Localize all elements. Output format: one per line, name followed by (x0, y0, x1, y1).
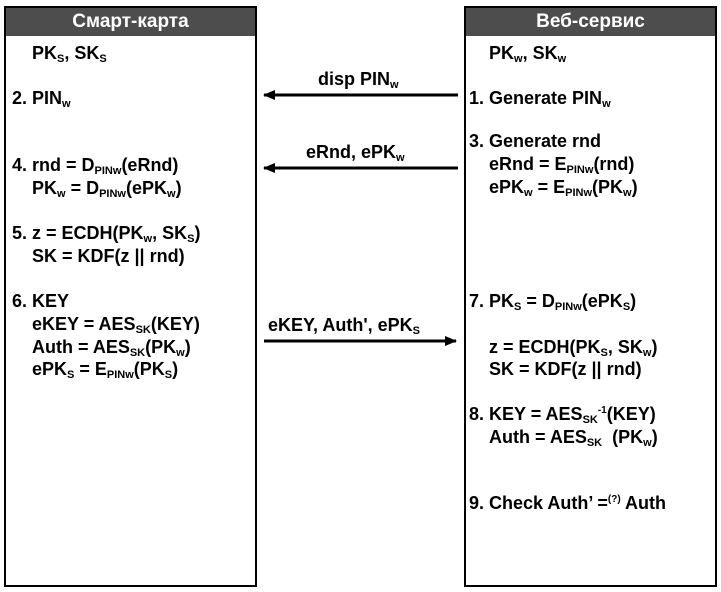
webservice-step-7-line-1: 7. PKS = DPINw(ePKS) (469, 291, 637, 313)
webservice-column: Веб-сервис (464, 6, 717, 587)
webservice-title: Веб-сервис (466, 8, 715, 36)
webservice-step-8-line-2: Auth = AESSK (PKw) (489, 427, 658, 449)
smartcard-step-6-line-4: ePKS = EPINw(PKS) (32, 359, 179, 381)
webservice-step-7-line-2: z = ECDH(PKS, SKw) (489, 337, 658, 359)
smartcard-title: Смарт-карта (6, 8, 255, 36)
message-label-1: disp PINw (318, 69, 399, 91)
smartcard-step-6-line-1: 6. KEY (12, 291, 70, 311)
smartcard-step-4-line-2: PKw = DPINw(ePKw) (32, 178, 182, 200)
smartcard-step-6-line-3: Auth = AESSK(PKw) (32, 337, 191, 359)
webservice-step-3-line-1: 3. Generate rnd (469, 131, 602, 151)
webservice-step-1: 1. Generate PINw (469, 88, 611, 110)
webservice-step-3-line-3: ePKw = EPINw(PKw) (489, 177, 638, 199)
webservice-step-8-line-1: 8. KEY = AESSK-1(KEY) (469, 404, 656, 426)
webservice-step-3-line-2: eRnd = EPINw(rnd) (489, 154, 635, 176)
smartcard-step-5-line-1: 5. z = ECDH(PKw, SKS) (12, 223, 201, 245)
webservice-step-7-line-3: SK = KDF(z || rnd) (489, 359, 642, 379)
message-label-3: eKEY, Auth', ePKS (268, 315, 420, 337)
smartcard-step-5-line-2: SK = KDF(z || rnd) (32, 246, 185, 266)
webservice-keys: PKw, SKw (489, 43, 567, 65)
message-label-2: eRnd, ePKw (306, 142, 405, 164)
smartcard-column: Смарт-карта (4, 6, 257, 587)
smartcard-step-6-line-2: eKEY = AESSK(KEY) (32, 314, 200, 336)
webservice-step-9: 9. Check Auth’ =(?) Auth (469, 493, 666, 513)
smartcard-step-2: 2. PINw (12, 88, 71, 110)
smartcard-keys: PKS, SKS (32, 43, 107, 65)
smartcard-step-4-line-1: 4. rnd = DPINw(eRnd) (12, 155, 179, 177)
